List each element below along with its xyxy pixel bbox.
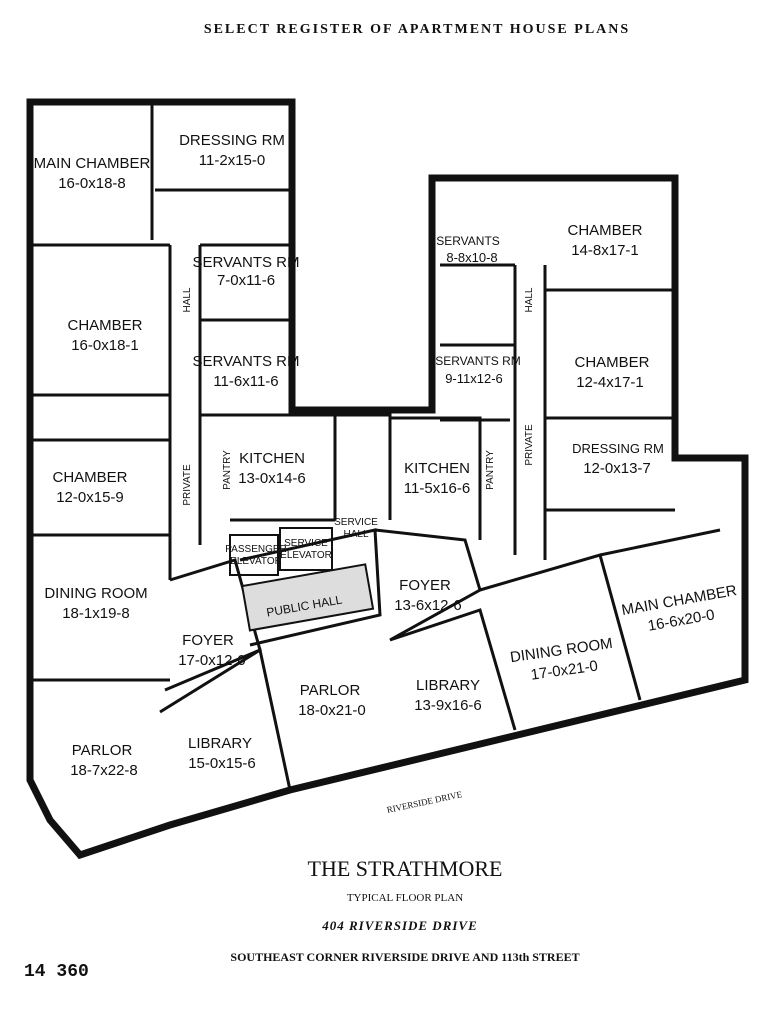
room-dimensions: 15-0x15-6 — [188, 755, 256, 772]
room-dimensions: 12-4x17-1 — [576, 374, 644, 391]
room-dimensions: 13-0x14-6 — [238, 470, 306, 487]
room-name: DINING ROOM — [44, 585, 147, 602]
room-name: DRESSING RM — [179, 132, 285, 149]
room-dimensions: 9-11x12-6 — [445, 371, 503, 386]
room-name: SERVANTS — [436, 234, 500, 248]
pantry-label: PANTRY — [485, 450, 496, 490]
room-name: MAIN CHAMBER — [34, 155, 151, 172]
passenger-elevator — [229, 534, 279, 576]
passenger-label: PASSENGER — [225, 544, 287, 555]
room-name: PARLOR — [300, 682, 361, 699]
room-dimensions: 12-0x15-9 — [56, 489, 124, 506]
room-dimensions: 16-0x18-1 — [71, 337, 139, 354]
room-name: SERVANTS RM — [193, 353, 300, 370]
room-name: SERVANTS RM — [193, 254, 300, 271]
pantry-label: PANTRY — [222, 450, 233, 490]
service-hall-label: SERVICE — [334, 517, 378, 528]
left-wing-wall — [26, 98, 749, 860]
public-hall — [240, 563, 375, 632]
room-dimensions: 7-0x11-6 — [217, 272, 275, 289]
elevator-label: ELEVATOR — [230, 556, 282, 567]
elevator-label: ELEVATOR — [280, 550, 332, 561]
room-name: FOYER — [399, 577, 451, 594]
building-address: 404 RIVERSIDE DRIVE — [322, 918, 478, 933]
building-location: SOUTHEAST CORNER RIVERSIDE DRIVE AND 113… — [230, 950, 580, 964]
room-name: FOYER — [182, 632, 234, 649]
room-name: CHAMBER — [52, 469, 127, 486]
room-name: LIBRARY — [188, 735, 252, 752]
room-name: PARLOR — [72, 742, 133, 759]
room-name: LIBRARY — [416, 677, 480, 694]
private-label: PRIVATE — [524, 424, 535, 466]
room-name: DRESSING RM — [572, 441, 664, 456]
room-dimensions: 11-6x11-6 — [213, 373, 278, 390]
room-name: KITCHEN — [239, 450, 305, 467]
page-header: SELECT REGISTER OF APARTMENT HOUSE PLANS — [203, 22, 631, 37]
room-dimensions: 11-5x16-6 — [404, 480, 470, 497]
hall-label: HALL — [524, 287, 535, 312]
room-name: CHAMBER — [567, 222, 642, 239]
private-label: PRIVATE — [182, 464, 193, 506]
service-elevator — [279, 527, 333, 571]
room-dimensions: 12-0x13-7 — [583, 460, 651, 477]
hall-label: HALL — [182, 287, 193, 312]
room-dimensions: 18-0x21-0 — [298, 702, 366, 719]
room-name: CHAMBER — [67, 317, 142, 334]
room-dimensions: 16-0x18-8 — [58, 175, 126, 192]
room-dimensions: 18-7x22-8 — [70, 762, 138, 779]
room-dimensions: 14-8x17-1 — [571, 242, 639, 259]
service-label: SERVICE — [284, 538, 328, 549]
plan-subtitle: TYPICAL FLOOR PLAN — [346, 892, 464, 904]
room-dimensions: 11-2x15-0 — [199, 152, 265, 169]
room-dimensions: 13-9x16-6 — [414, 697, 482, 714]
room-name: SERVANTS RM — [435, 354, 521, 368]
room-dimensions: 13-6x12-6 — [394, 597, 462, 614]
room-name: KITCHEN — [404, 460, 470, 477]
room-dimensions: 18-1x19-8 — [62, 605, 130, 622]
room-dimensions: 17-0x12-0 — [178, 652, 246, 669]
street-label: RIVERSIDE DRIVE — [386, 789, 464, 815]
service-hall-label: HALL — [343, 529, 368, 540]
room-name: CHAMBER — [574, 354, 649, 371]
room-dimensions: 8-8x10-8 — [446, 250, 497, 265]
building-title: THE STRATHMORE — [307, 856, 503, 881]
plate-number: 14 360 — [24, 962, 89, 982]
